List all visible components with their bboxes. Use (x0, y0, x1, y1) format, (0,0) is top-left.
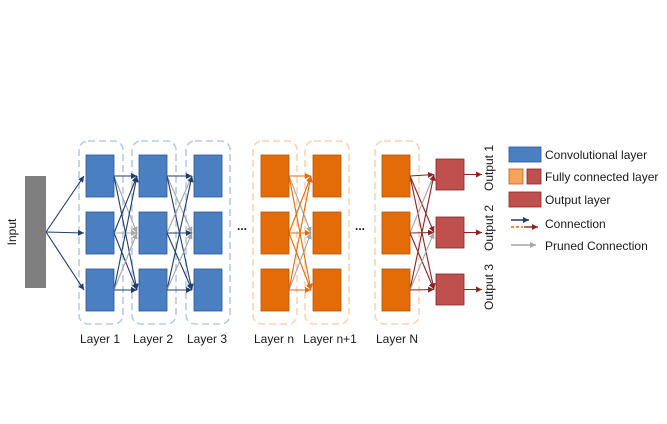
layer-3-node-3 (193, 268, 223, 312)
layer-2-node-2 (138, 211, 168, 255)
layer-N-node-3 (381, 268, 411, 312)
connection-input-to-l1-1 (45, 175, 85, 233)
connection-input-to-l1-3 (45, 231, 85, 291)
output-node-2 (435, 216, 465, 249)
input-label: Input (5, 218, 19, 245)
ellipsis-1: ... (237, 219, 247, 233)
layer-n-node-3 (260, 268, 290, 312)
legend-conv-label: Convolutional layer (545, 148, 647, 162)
pruned-connection-layer-n-3-to-layer-n-plus-1-2 (288, 232, 312, 291)
connection-layer-1-3-to-layer-2-1 (113, 175, 139, 291)
connection-layer-1-2-to-layer-2-1 (113, 175, 138, 234)
layer-N-node-1 (381, 154, 411, 198)
layer-n-node-1 (260, 154, 290, 198)
connection-layer-N-3-to-output-1 (409, 174, 436, 291)
layer-n-plus-1-node-1 (312, 154, 342, 198)
layer-label-3: Layer 3 (187, 332, 227, 346)
input-block (25, 176, 46, 288)
pruned-connection-layer-N-3-to-output-2 (409, 232, 435, 291)
ellipsis-2: ... (355, 219, 365, 233)
legend: Convolutional layer Fully connected laye… (508, 146, 658, 253)
pruned-connection-layer-2-3-to-layer-3-2 (166, 232, 193, 291)
connection-layer-n-3-to-layer-n-plus-1-1 (288, 175, 313, 291)
connection-layer-N-3-to-output-3 (409, 286, 435, 293)
output-label-3: Output 3 (482, 264, 496, 310)
pruned-connection-layer-N-2-to-output-1 (409, 174, 435, 234)
layer-N-node-2 (381, 211, 411, 255)
legend-fc-label: Fully connected layer (545, 170, 658, 184)
layer-2-node-3 (138, 268, 168, 312)
layer-n-plus-1-node-2 (312, 211, 342, 255)
pruned-connection-layer-2-2-to-layer-3-1 (166, 175, 193, 234)
layer-1-node-3 (85, 268, 115, 312)
layer-label-n-plus-1: Layer n+1 (303, 332, 357, 346)
layer-label-1: Layer 1 (80, 332, 120, 346)
pruned-connection-layer-1-3-to-layer-2-2 (113, 232, 138, 291)
output-label-2: Output 2 (482, 205, 496, 251)
layer-3-node-2 (193, 211, 223, 255)
layer-1-node-1 (85, 154, 115, 198)
output-node-1 (435, 158, 465, 191)
layer-2-node-1 (138, 154, 168, 198)
legend-output-label: Output layer (545, 193, 610, 207)
layer-n-plus-1-node-3 (312, 268, 342, 312)
output-node-3 (435, 273, 465, 306)
connection-layer-n-2-to-layer-n-plus-1-1 (288, 175, 312, 234)
layer-label-N: Layer N (376, 332, 418, 346)
output-label-1: Output 1 (482, 145, 496, 191)
legend-fc-swatch-light (508, 168, 524, 185)
layer-1-node-2 (85, 211, 115, 255)
layer-n-node-2 (260, 211, 290, 255)
legend-connection-label: Connection (545, 217, 606, 231)
connection-layer-N-1-to-output-1 (409, 171, 435, 178)
legend-pruned-label: Pruned Connection (545, 239, 648, 253)
legend-conv-swatch (508, 146, 542, 163)
layer-label-n: Layer n (254, 332, 294, 346)
legend-fc-swatch-dark (526, 168, 542, 185)
connection-layer-2-3-to-layer-3-1 (166, 175, 194, 291)
layer-label-2: Layer 2 (133, 332, 173, 346)
connection-input-to-l1-2 (45, 229, 85, 236)
layer-3-node-1 (193, 154, 223, 198)
legend-output-swatch (508, 191, 542, 208)
